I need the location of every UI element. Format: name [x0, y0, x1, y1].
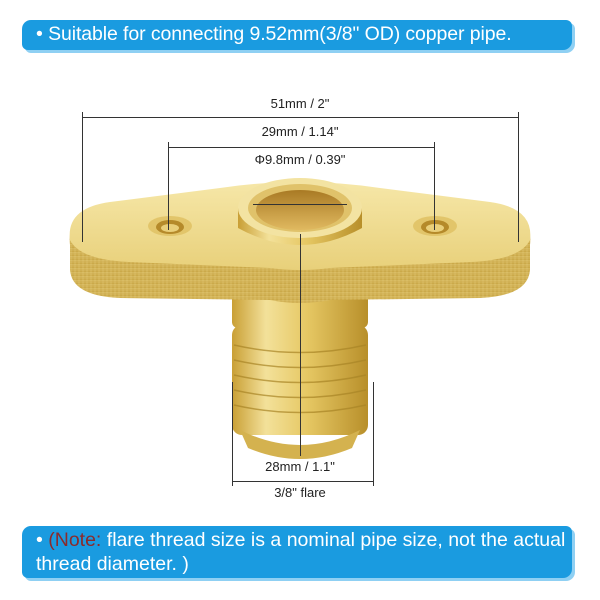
bullet-icon: • — [36, 529, 43, 551]
feature-banner-top: • Suitable for connecting 9.52mm(3/8" OD… — [22, 20, 572, 50]
center-axis-line — [300, 234, 301, 456]
center-collar — [238, 178, 362, 245]
bullet-icon: • — [36, 23, 43, 45]
note-label: (Note: — [48, 529, 102, 551]
feature-text: • Suitable for connecting 9.52mm(3/8" OD… — [36, 23, 512, 45]
mounting-hole-right — [413, 216, 457, 236]
note-banner-bottom: • (Note: flare thread size is a nominal … — [22, 526, 572, 578]
mounting-hole-left — [148, 216, 192, 236]
note-text: • (Note: flare thread size is a nominal … — [36, 529, 566, 575]
